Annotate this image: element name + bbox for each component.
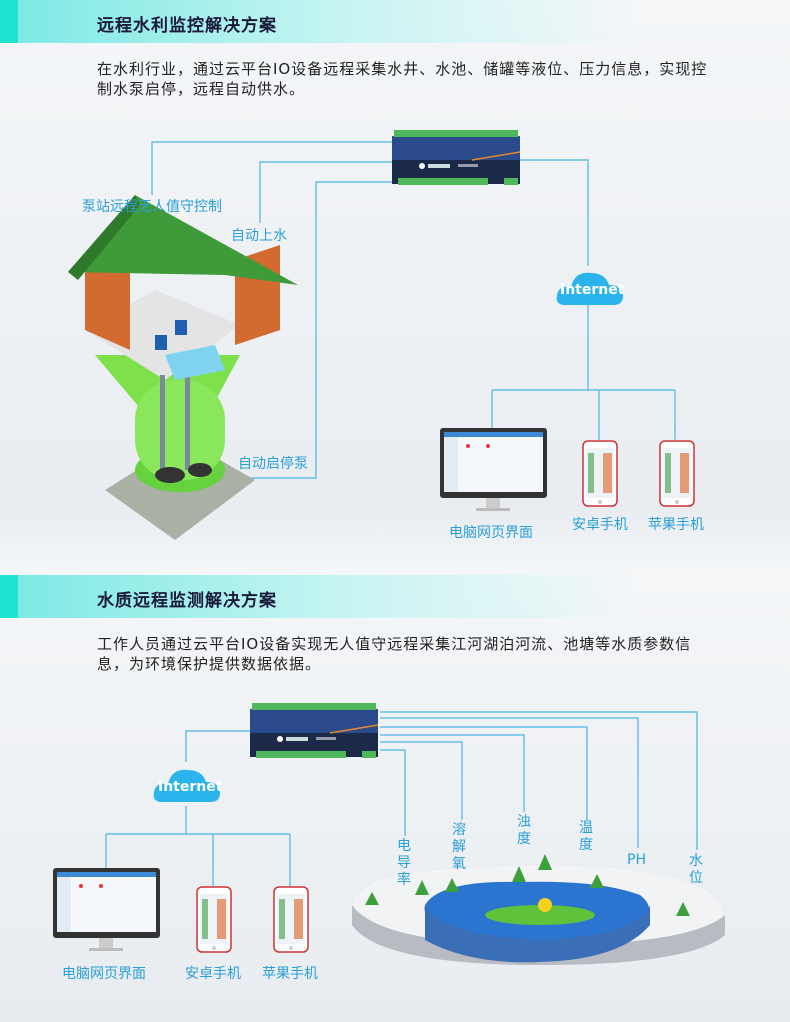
iphone-icon-2 bbox=[273, 886, 309, 953]
section2-connection-lines bbox=[105, 711, 698, 886]
lake-illustration bbox=[352, 854, 725, 965]
sensor-ph-label: PH bbox=[627, 852, 646, 868]
pc-label-2: 电脑网页界面 bbox=[62, 966, 146, 982]
section1-title: 远程水利监控解决方案 bbox=[97, 16, 277, 36]
iphone-icon-1 bbox=[659, 440, 695, 507]
android-label-2: 安卓手机 bbox=[185, 966, 241, 982]
section1-description: 在水利行业，通过云平台IO设备远程采集水井、水池、储罐等液位、压力信息，实现控制… bbox=[97, 60, 708, 98]
section1-header-band bbox=[0, 0, 790, 43]
sensor-temperature-label: 温度 bbox=[579, 820, 593, 853]
sensor-turbidity-label: 浊度 bbox=[517, 814, 531, 847]
sensor-water-level-label: 水位 bbox=[689, 853, 703, 886]
android-label-1: 安卓手机 bbox=[572, 517, 628, 533]
auto-fill-label: 自动上水 bbox=[231, 228, 287, 244]
android-phone-icon-2 bbox=[196, 886, 232, 953]
android-phone-icon-1 bbox=[582, 440, 618, 507]
section1-connection-lines bbox=[151, 141, 676, 479]
iphone-label-2: 苹果手机 bbox=[262, 966, 318, 982]
pump-station-label: 泵站远程无人值守控制 bbox=[82, 199, 222, 215]
pc-label-1: 电脑网页界面 bbox=[449, 525, 533, 541]
internet-label-2: Internet bbox=[158, 779, 223, 795]
auto-pump-label: 自动启停泵 bbox=[238, 456, 308, 472]
io-device-2 bbox=[249, 702, 379, 759]
sensor-dissolved-oxygen-label: 溶解氧 bbox=[452, 822, 466, 872]
sensor-conductivity-label: 电导率 bbox=[397, 838, 411, 888]
pc-monitor-icon-2 bbox=[53, 868, 160, 951]
pc-monitor-icon-1 bbox=[440, 428, 547, 511]
internet-label-1: Internet bbox=[560, 282, 625, 298]
io-device-1 bbox=[391, 129, 521, 186]
section2-header-band bbox=[0, 575, 790, 618]
section2-title: 水质远程监测解决方案 bbox=[97, 591, 277, 611]
iphone-label-1: 苹果手机 bbox=[648, 517, 704, 533]
pump-station-illustration bbox=[68, 195, 298, 540]
section2-description: 工作人员通过云平台IO设备实现无人值守远程采集江河湖泊河流、池塘等水质参数信息，… bbox=[97, 635, 692, 673]
